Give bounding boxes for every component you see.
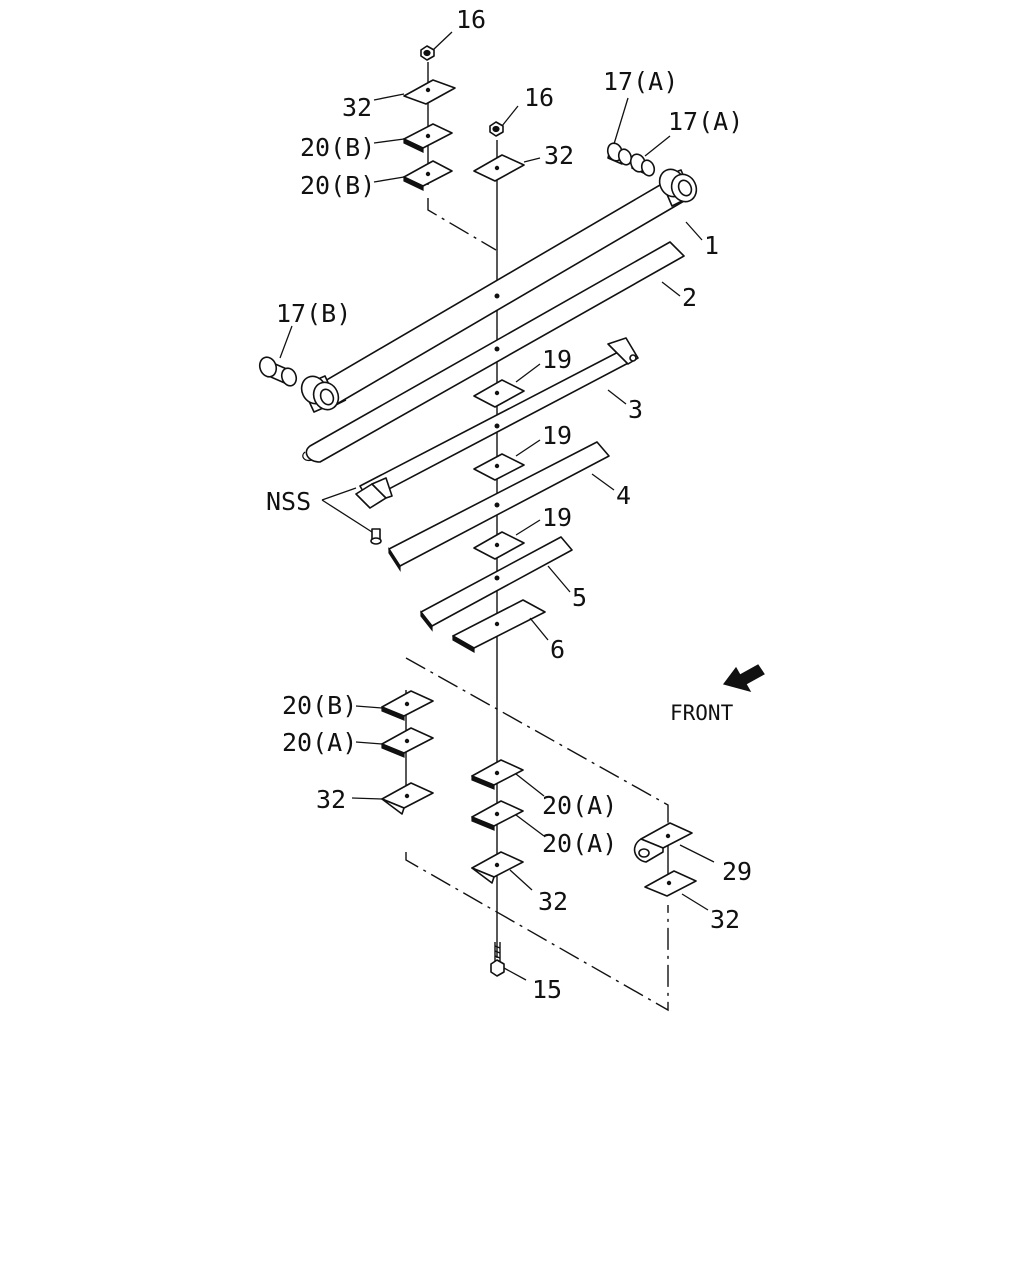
callout-32-center: 32 <box>544 141 574 170</box>
leaf-2 <box>302 241 685 463</box>
callout-32-top-left: 32 <box>342 93 372 122</box>
leaf-6 <box>452 599 546 654</box>
callout-15: 15 <box>532 975 562 1004</box>
alignment-lines <box>405 198 669 1012</box>
callout-29: 29 <box>722 857 752 886</box>
callout-32-right: 32 <box>710 905 740 934</box>
plate-20a-center-lower <box>471 800 524 831</box>
callout-20a-center-upper: 20(A) <box>542 791 617 820</box>
callout-6: 6 <box>550 635 565 664</box>
arrow-down-left-icon <box>722 664 765 692</box>
callout-17b: 17(B) <box>276 299 351 328</box>
callout-16-center: 16 <box>524 83 554 112</box>
leaf-1-main <box>300 168 698 413</box>
plate-19-top <box>473 379 525 408</box>
callout-20b-lower: 20(B) <box>300 171 375 200</box>
plate-20a-lower-left <box>381 727 434 758</box>
callout-1: 1 <box>704 231 719 260</box>
callout-4: 4 <box>616 481 631 510</box>
callout-20b-lower-left: 20(B) <box>282 691 357 720</box>
callout-20a-center-lower: 20(A) <box>542 829 617 858</box>
callout-nss: NSS <box>266 487 311 516</box>
bracket-29 <box>633 822 693 863</box>
plate-32-lower-left <box>381 782 434 815</box>
bushing-17a-inner <box>629 153 656 177</box>
callout-17a-outer: 17(A) <box>603 67 678 96</box>
callout-20a-lower-left: 20(A) <box>282 728 357 757</box>
callout-20b-upper: 20(B) <box>300 133 375 162</box>
plate-32-center-lower <box>471 851 524 884</box>
plate-32-right <box>644 870 697 897</box>
nss-rivet <box>370 528 382 545</box>
plate-20b-lower-left <box>381 690 434 721</box>
callout-19-bottom: 19 <box>542 503 572 532</box>
callout-17a-inner: 17(A) <box>668 107 743 136</box>
plate-19-bottom <box>473 531 525 560</box>
callout-19-top: 19 <box>542 345 572 374</box>
front-label: FRONT <box>670 701 734 725</box>
callout-5: 5 <box>572 583 587 612</box>
plate-20b-lower <box>403 160 453 191</box>
callout-19-middle: 19 <box>542 421 572 450</box>
callout-labels: 16 32 20(B) 20(B) 16 32 17(A) 17(A) 17(B… <box>266 5 752 1004</box>
callout-2: 2 <box>682 283 697 312</box>
callout-16-top-left: 16 <box>456 5 486 34</box>
plate-19-middle <box>473 453 525 481</box>
leaf-3 <box>355 337 639 509</box>
nut-16-center <box>489 121 504 137</box>
leaf-4 <box>388 441 610 573</box>
leaf-5 <box>420 536 573 632</box>
callout-32-center-lower: 32 <box>538 887 568 916</box>
plate-20a-center-upper <box>471 759 524 790</box>
bolt-15 <box>490 942 505 977</box>
nut-16-left <box>420 45 435 61</box>
leader-lines <box>279 31 715 981</box>
callout-3: 3 <box>628 395 643 424</box>
bushing-17b <box>258 356 298 387</box>
callout-32-lower-left: 32 <box>316 785 346 814</box>
plate-32-top-left <box>403 79 456 105</box>
plate-20b-upper <box>403 123 453 153</box>
plate-32-center <box>473 154 525 182</box>
center-bolt-axis <box>405 62 669 958</box>
bushing-17a-outer <box>606 142 633 166</box>
